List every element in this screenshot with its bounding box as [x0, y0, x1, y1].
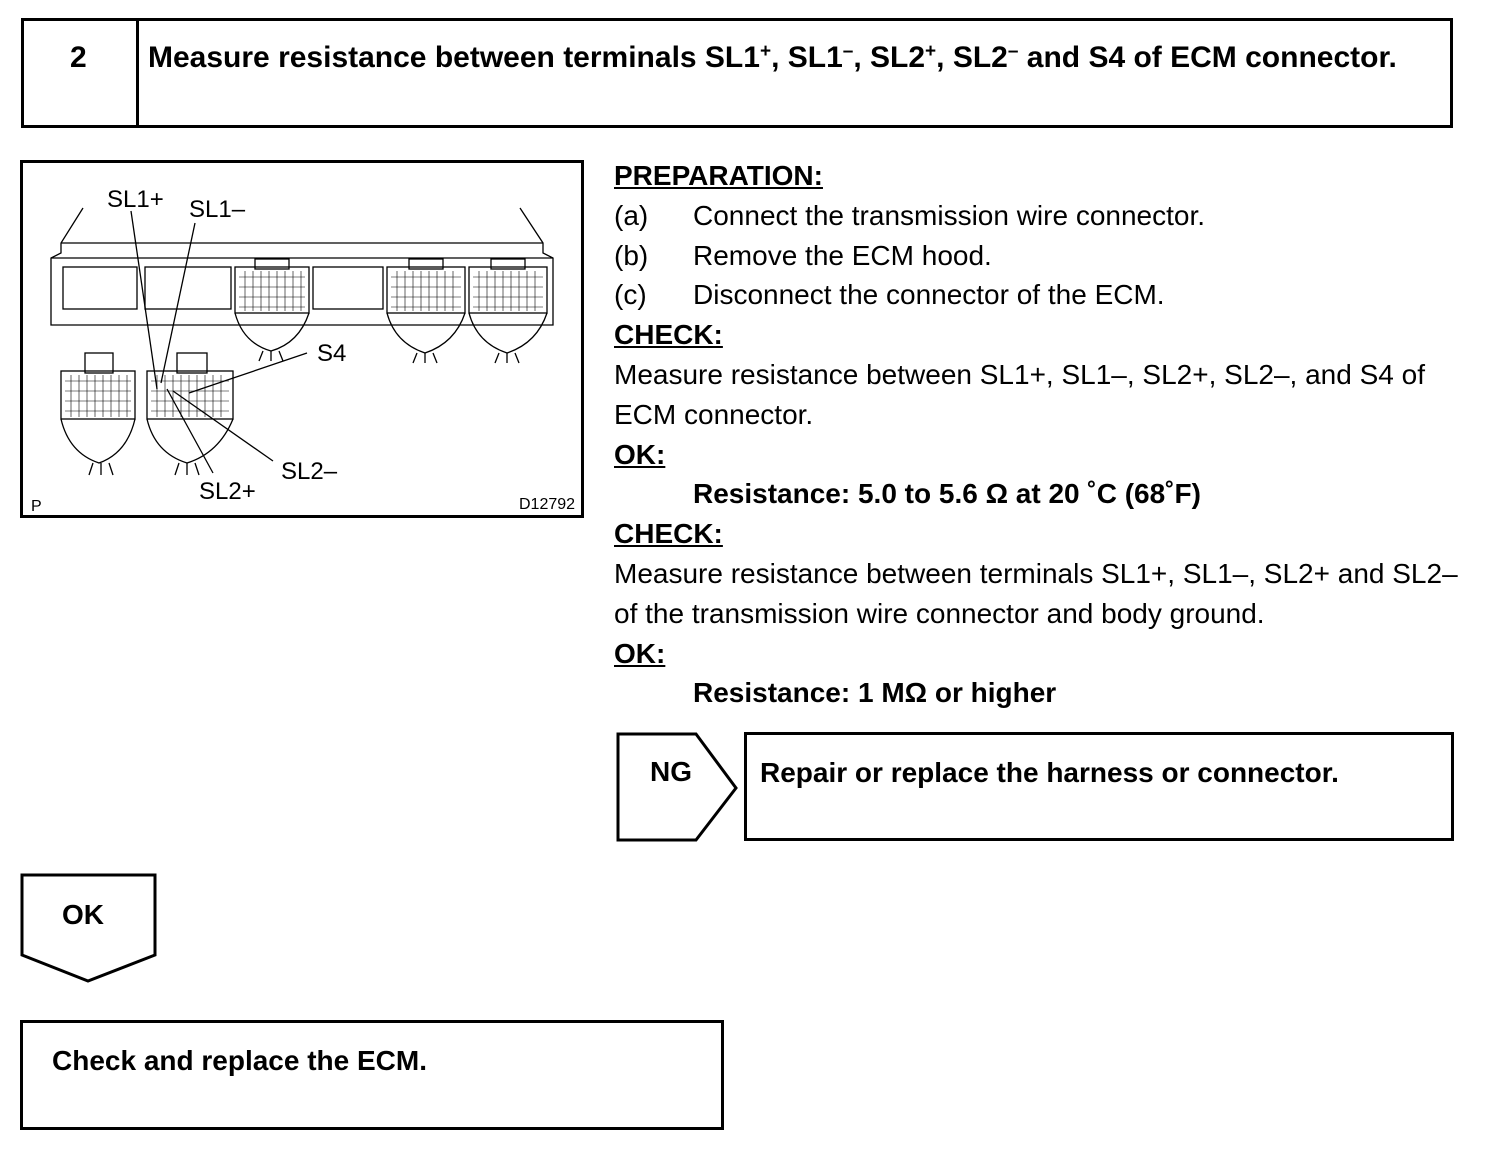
ecm-connector-illustration: SL1+ SL1– S4 SL2– SL2+ P D12792	[20, 160, 584, 518]
ok-spec: Resistance: 1 MΩ or higher	[693, 677, 1057, 709]
step-text: Disconnect the connector of the ECM.	[693, 279, 1165, 311]
label-s4: S4	[317, 340, 346, 367]
step-letter: (a)	[614, 199, 649, 231]
upper-connector	[234, 258, 310, 362]
preparation-step: (a) Connect the transmission wire connec…	[614, 196, 1474, 236]
ecm-housing-outline	[50, 207, 554, 326]
label-sl2-plus: SL2+	[199, 478, 256, 505]
step-title-part: and S4 of ECM connector.	[1018, 41, 1397, 74]
step-number-cell: 2	[24, 21, 139, 125]
upper-connector	[386, 258, 466, 364]
step-title-sup: –	[1007, 41, 1019, 62]
ok-heading: OK:	[614, 438, 666, 470]
step-letter: (b)	[614, 239, 649, 271]
s4-leader	[188, 352, 308, 394]
step-title-part: , SL2	[936, 41, 1008, 74]
upper-connector	[468, 258, 548, 364]
pin-grid	[65, 271, 543, 417]
ng-result-box: Repair or replace the harness or connect…	[744, 732, 1454, 841]
label-sl1-plus: SL1+	[107, 186, 164, 213]
step-title-part: Measure resistance between terminals SL1	[148, 41, 760, 74]
ok-result-box: Check and replace the ECM.	[20, 1020, 724, 1130]
label-sl1-minus: SL1–	[189, 196, 246, 223]
ecm-connector-diagram: SL1+ SL1– S4 SL2– SL2+ P D12792	[31, 186, 575, 515]
label-sl2-minus: SL2–	[281, 458, 338, 485]
empty-slot	[62, 266, 138, 310]
ok-arrow	[20, 873, 157, 983]
step-number: 2	[70, 41, 87, 74]
preparation-step: (b) Remove the ECM hood.	[614, 236, 1474, 276]
lower-connector-left	[60, 352, 136, 476]
ng-result-text: Repair or replace the harness or connect…	[760, 757, 1339, 788]
ok-result-text: Check and replace the ECM.	[52, 1045, 428, 1076]
label-corner-p: P	[31, 498, 42, 515]
sl2-minus-leader	[172, 390, 274, 462]
ng-arrow	[616, 732, 738, 842]
empty-slot	[144, 266, 232, 310]
step-text: Connect the transmission wire connector.	[693, 199, 1206, 231]
check-text: Measure resistance between terminals SL1…	[614, 557, 1458, 629]
ok-label: OK	[62, 899, 104, 930]
step-title-sup: +	[925, 41, 937, 62]
preparation-heading: PREPARATION:	[614, 160, 823, 191]
lower-connector-target	[146, 352, 234, 476]
step-title-sup: +	[759, 41, 772, 62]
sl1-plus-leader	[130, 210, 158, 390]
step-header: 2 Measure resistance between terminals S…	[21, 18, 1453, 128]
figure-id: D12792	[519, 496, 575, 513]
preparation-step: (c) Disconnect the connector of the ECM.	[614, 275, 1474, 315]
empty-slot	[312, 266, 384, 310]
sl1-minus-leader	[160, 222, 196, 384]
ok-heading: OK:	[614, 637, 666, 669]
procedure-text: PREPARATION: (a) Connect the transmissio…	[614, 156, 1474, 713]
step-title-part: , SL2	[853, 41, 926, 74]
check-text: Measure resistance between SL1+, SL1–, S…	[614, 358, 1425, 430]
ok-spec: Resistance: 5.0 to 5.6 Ω at 20 ˚C (68˚F)	[693, 478, 1201, 510]
step-title: Measure resistance between terminals SL1…	[148, 41, 1440, 78]
step-text: Remove the ECM hood.	[693, 239, 992, 271]
sl2-plus-leader	[166, 388, 214, 474]
step-title-sup: –	[842, 41, 854, 62]
step-letter: (c)	[614, 279, 647, 311]
step-title-part: , SL1	[771, 41, 843, 74]
ng-label: NG	[650, 756, 692, 787]
check-heading: CHECK:	[614, 518, 723, 550]
check-heading: CHECK:	[614, 319, 723, 351]
